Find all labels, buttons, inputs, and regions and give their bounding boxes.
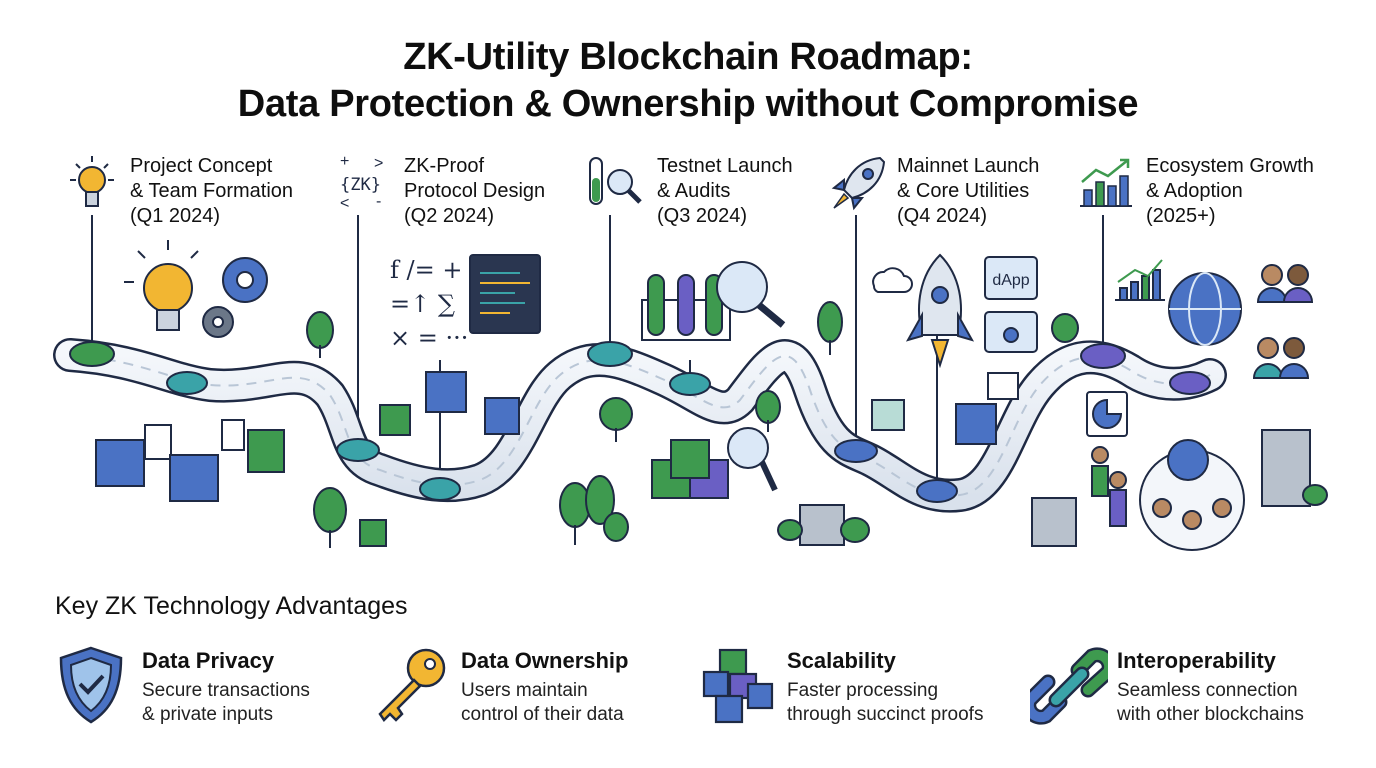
advantage-desc-line1: Secure transactions (142, 680, 310, 701)
milestone-period: (Q1 2024) (130, 205, 221, 227)
presentation-people-illustration (1086, 391, 1128, 527)
mainnet-cubes (871, 372, 1019, 445)
milestone-line2: & Team Formation (130, 180, 294, 202)
svg-text:{ZK}: {ZK} (340, 175, 381, 195)
milestone-line1: Project Concept (130, 155, 273, 177)
key-icon (378, 648, 446, 722)
dapp-window: dApp (984, 256, 1038, 353)
idea-lightbulb-illustration (124, 240, 199, 331)
milestone-period: (Q2 2024) (404, 205, 495, 227)
city-buildings-illustration (1031, 429, 1328, 547)
tree-illustration (306, 301, 1079, 548)
winding-road (53, 338, 1227, 513)
advantage-title: Data Ownership (461, 648, 629, 673)
protocol-cubes (359, 371, 520, 547)
chain-link-icon (1030, 647, 1108, 725)
people-group-illustration (1252, 264, 1314, 379)
svg-text:-: - (376, 193, 381, 210)
formula-line-3: × = ··· (390, 324, 468, 352)
milestone-period: (Q3 2024) (657, 205, 748, 227)
test-tubes-illustration (641, 261, 786, 341)
advantage-desc-line1: Faster processing (787, 680, 939, 701)
formula-text: f /= + =↑ ∑ × = ··· (390, 256, 468, 352)
test-tube-magnifier-icon (589, 157, 642, 205)
milestone-line2: & Core Utilities (897, 180, 1030, 202)
advantage-desc-line1: Seamless connection (1117, 680, 1298, 701)
milestone-line2: Protocol Design (404, 180, 546, 202)
growth-chart-icon (1080, 158, 1132, 207)
shield-check-icon (59, 646, 123, 724)
advantage-desc-line2: control of their data (461, 704, 624, 725)
advantage-title: Data Privacy (142, 648, 275, 673)
page-title: ZK-Utility Blockchain Roadmap: (403, 36, 973, 78)
lightbulb-icon (70, 156, 114, 207)
milestone-period: (Q4 2024) (897, 205, 988, 227)
building-illustration (777, 504, 870, 546)
advantage-desc-line1: Users maintain (461, 680, 588, 701)
world-community-illustration (1139, 439, 1245, 551)
svg-text:>: > (374, 155, 383, 172)
formula-line-2: =↑ ∑ (390, 290, 455, 318)
globe-network-illustration (1168, 272, 1242, 346)
milestone-line2: & Audits (657, 180, 731, 202)
gear-illustration (202, 257, 268, 338)
advantage-desc-line2: with other blockchains (1117, 704, 1304, 725)
rocket-icon (831, 156, 886, 211)
zk-code-icon: + > {ZK} < - (340, 154, 383, 212)
svg-text:+: + (340, 154, 349, 170)
cubes-icon (702, 648, 774, 724)
dapp-label: dApp (992, 272, 1029, 289)
advantage-desc-line2: through succinct proofs (787, 704, 984, 725)
advantage-desc-line2: & private inputs (142, 704, 273, 725)
cloud-illustration (872, 267, 913, 293)
formula-line-1: f /= + (390, 256, 462, 284)
milestone-line2: & Adoption (1146, 180, 1243, 202)
page-subtitle: Data Protection & Ownership without Comp… (237, 83, 1139, 125)
milestone-period: (2025+) (1146, 205, 1216, 227)
audit-cubes-magnifier (651, 427, 778, 499)
roadmap-illustration: f /= + =↑ ∑ × = ··· (53, 215, 1328, 551)
advantage-title: Interoperability (1117, 648, 1276, 673)
code-window-illustration (469, 254, 541, 334)
mini-chart-illustration (1115, 259, 1165, 301)
milestone-line1: ZK-Proof (404, 155, 485, 177)
milestone-line1: Mainnet Launch (897, 155, 1040, 177)
advantage-title: Scalability (787, 648, 896, 673)
rocket-illustration (905, 253, 975, 369)
milestone-line1: Testnet Launch (657, 155, 793, 177)
milestone-line1: Ecosystem Growth (1146, 155, 1314, 177)
road-stops (69, 341, 1211, 503)
advantages-heading: Key ZK Technology Advantages (55, 592, 408, 620)
data-cubes-documents (95, 419, 285, 502)
svg-text:<: < (340, 195, 349, 212)
